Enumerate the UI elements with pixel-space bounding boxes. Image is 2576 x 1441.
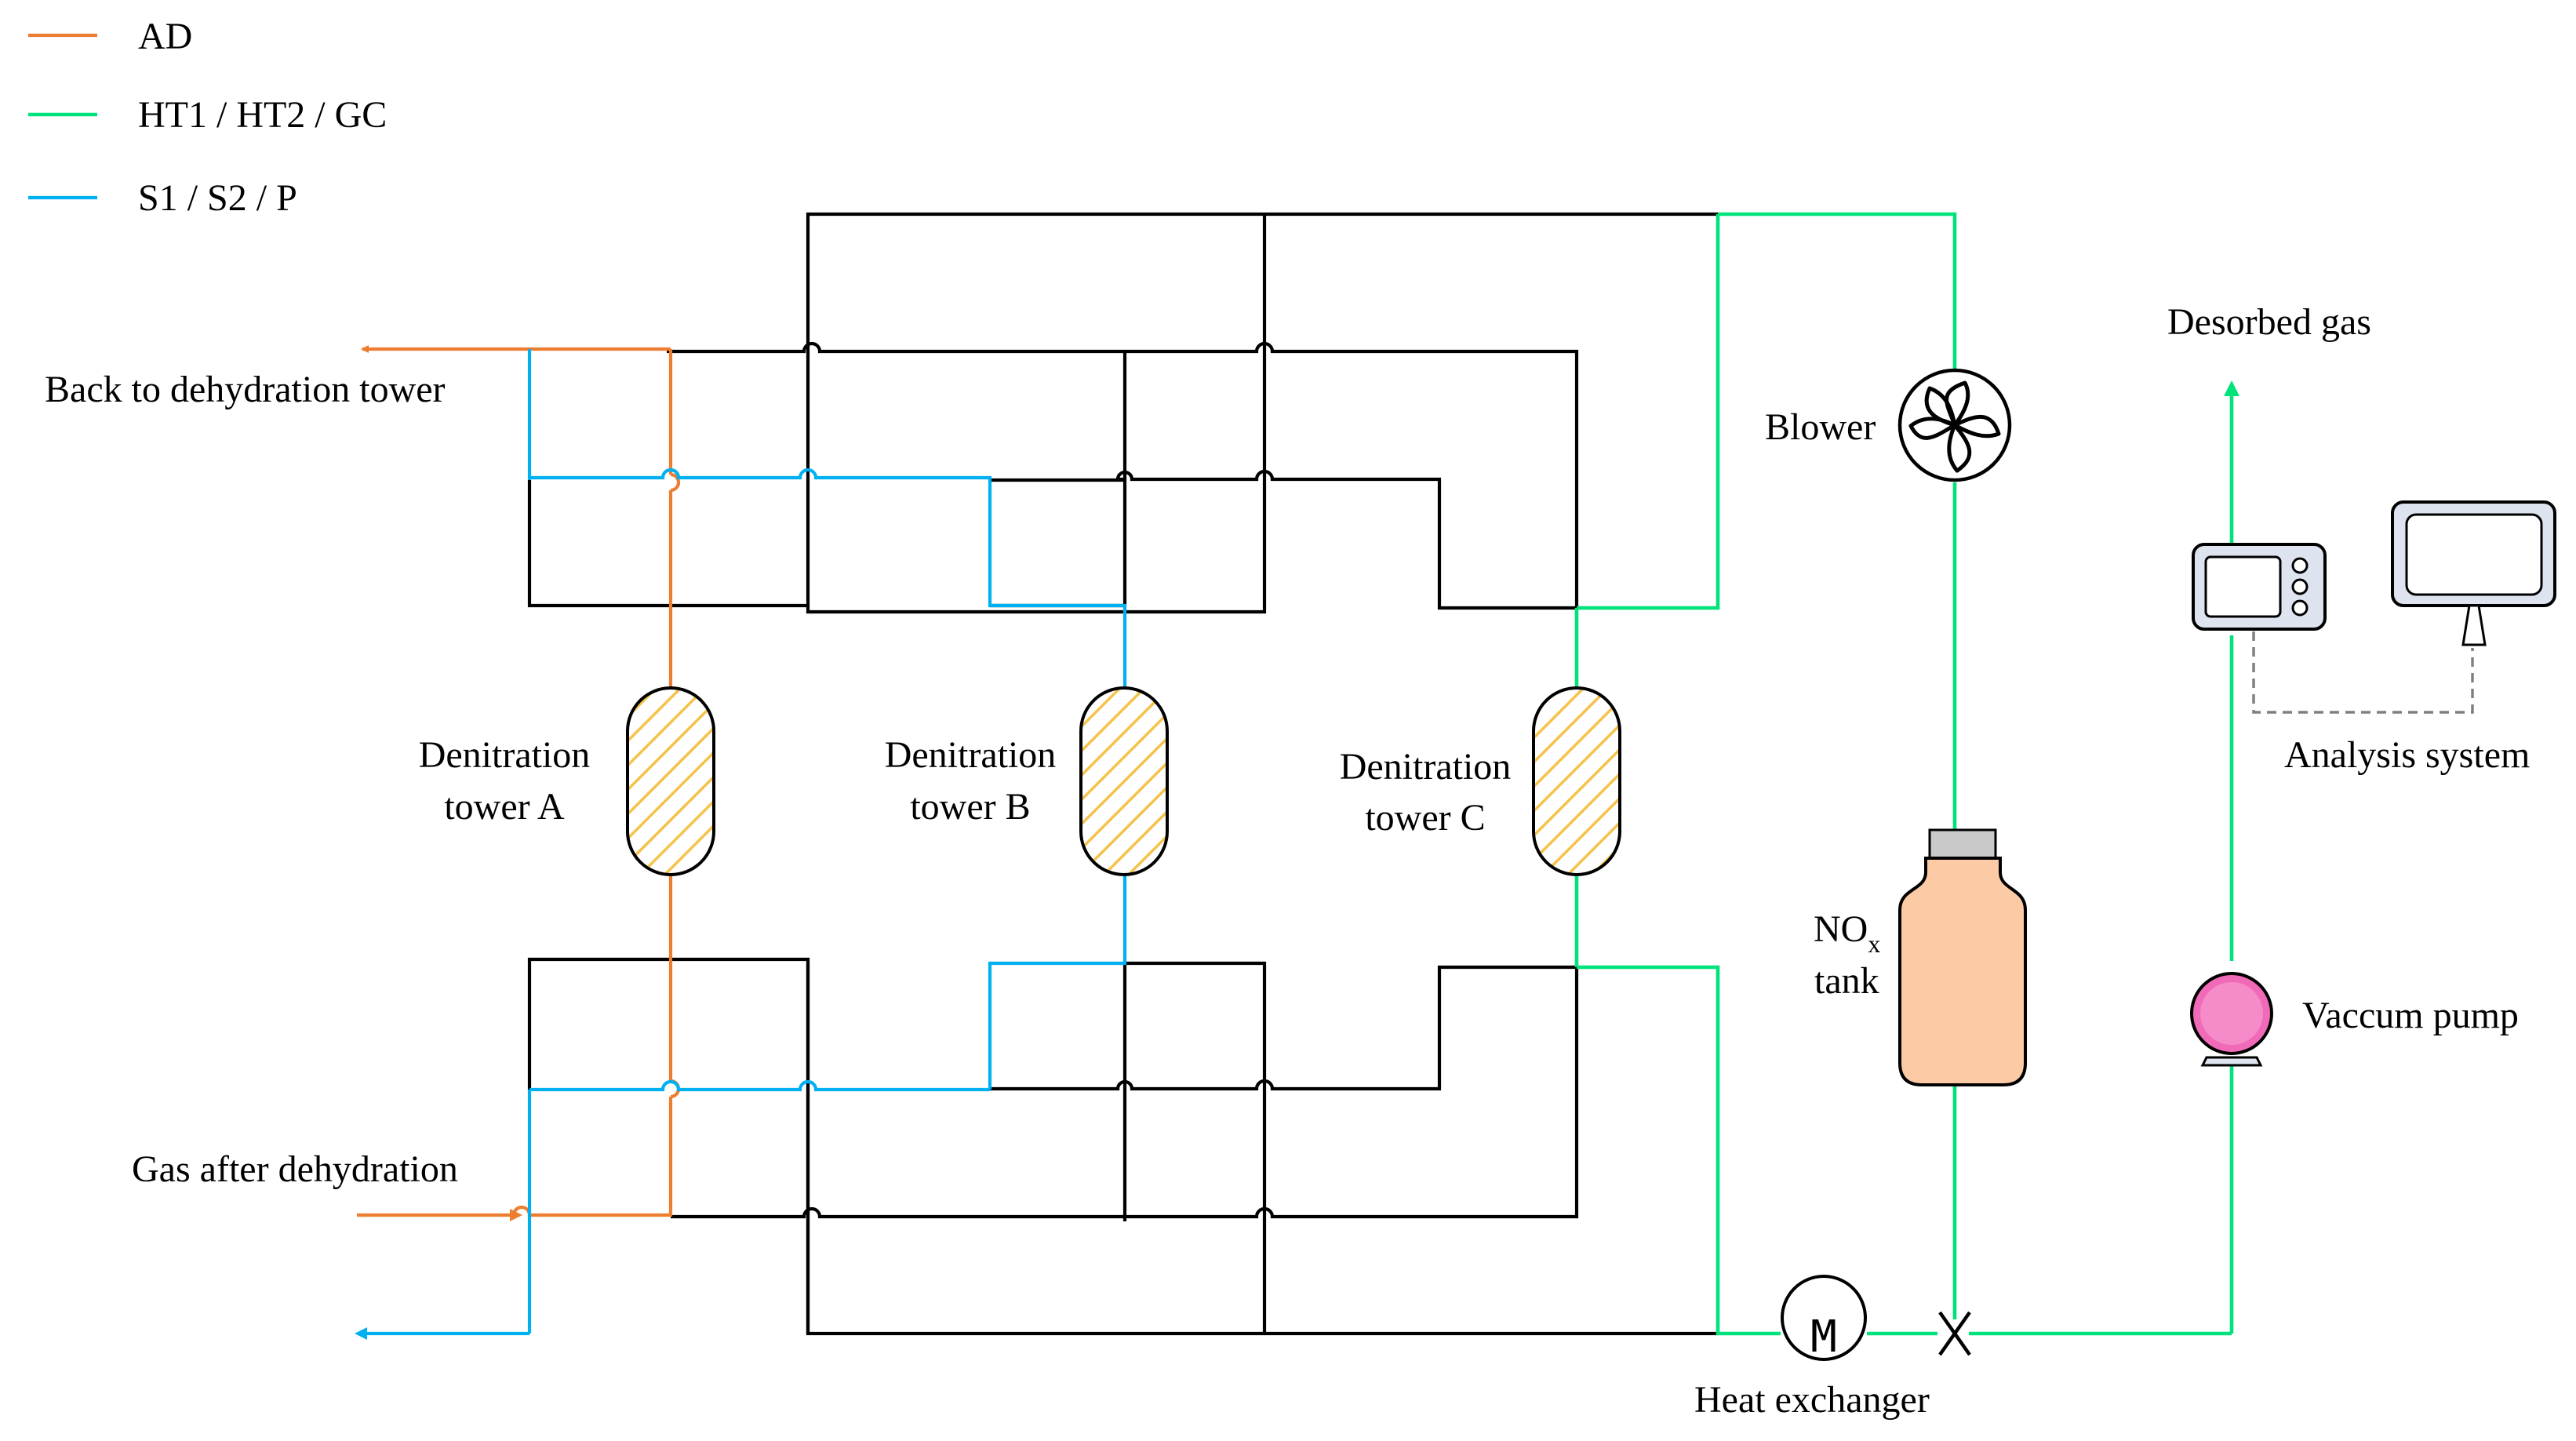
denitration-tower-c [1532, 686, 1621, 876]
gas-after-dehydration-label: Gas after dehydration [132, 1148, 458, 1190]
orange-piping [357, 345, 681, 1221]
nox-tank [1898, 828, 2027, 1086]
analysis-signal-line [2252, 631, 2474, 714]
tower-b-label-line2: tower B [910, 786, 1030, 828]
heat-exchanger-label: Heat exchanger [1694, 1379, 1930, 1421]
monitor-icon [2391, 500, 2556, 646]
blower-label: Blower [1765, 406, 1876, 448]
denitration-tower-a [626, 686, 715, 876]
tower-c-label-line1: Denitration [1340, 746, 1512, 788]
legend-label-ad: AD [138, 16, 192, 57]
tower-c-label-line2: tower C [1365, 797, 1485, 839]
vacuum-pump-label: Vaccum pump [2302, 995, 2519, 1036]
valve-icon [1938, 1311, 1971, 1356]
legend-label-heating: HT1 / HT2 / GC [138, 94, 387, 136]
svg-text:M: M [1810, 1312, 1837, 1363]
analysis-system-label: Analysis system [2284, 734, 2530, 776]
desorbed-gas-label: Desorbed gas [2167, 301, 2371, 343]
nox-main: NO [1814, 908, 1868, 950]
analyzer-device-icon [2192, 543, 2327, 631]
nox-tank-label: tank [1814, 960, 1879, 1002]
heat-exchanger-icon: M [1781, 1275, 1867, 1363]
blower-fan-icon [1897, 368, 2012, 482]
tower-b-label-line1: Denitration [885, 734, 1057, 776]
vacuum-pump-icon [2190, 972, 2273, 1067]
legend-label-sweep: S1 / S2 / P [138, 177, 297, 219]
denitration-tower-b [1079, 686, 1169, 876]
blue-piping [355, 349, 1127, 1340]
green-piping [1574, 212, 2239, 1336]
tower-a-label-line2: tower A [444, 786, 565, 828]
back-to-dehydration-label: Back to dehydration tower [45, 369, 446, 410]
legend: AD HT1 / HT2 / GC S1 / S2 / P [28, 16, 387, 219]
nox-label: NOx [1814, 908, 1880, 958]
nox-subscript: x [1868, 930, 1880, 958]
tower-a-label-line1: Denitration [419, 734, 591, 776]
